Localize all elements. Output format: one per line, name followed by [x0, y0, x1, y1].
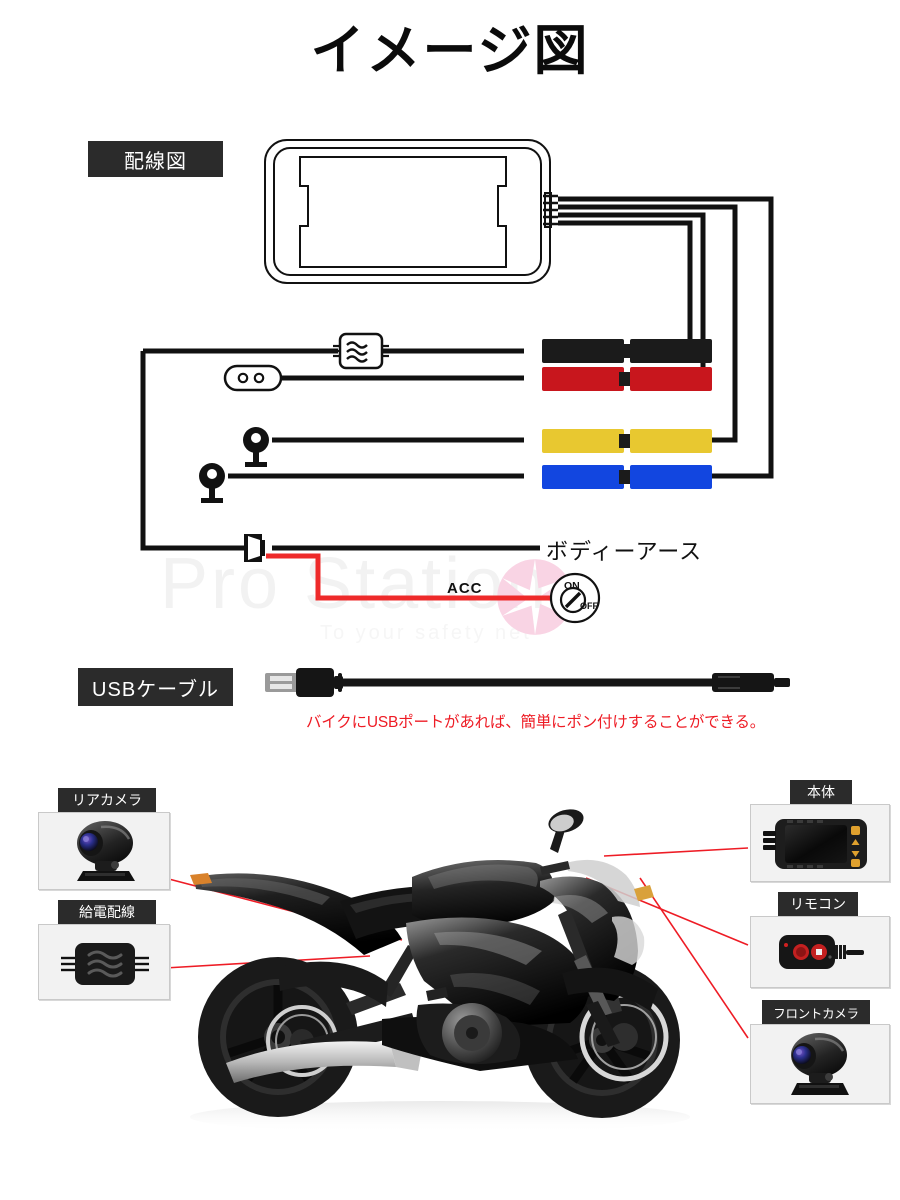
rear-camera-tag: リアカメラ [58, 788, 156, 812]
mid-fairing [406, 917, 590, 1027]
connector-black-right-pin [619, 344, 628, 358]
ignition-switch-icon [549, 572, 601, 624]
rear-camera-icon [199, 463, 225, 503]
switch-on-label: ON [564, 580, 580, 592]
power-supply-box [333, 332, 389, 370]
connector-red-left-pin [624, 372, 633, 386]
connector-blue-right-pin [619, 470, 628, 484]
plug-icon [244, 534, 265, 562]
front-fender [562, 967, 658, 1011]
remote-control-icon [223, 364, 283, 392]
connector-black-right [630, 339, 712, 363]
usb-cable [265, 668, 790, 697]
connector-black-left-pin [624, 344, 633, 358]
handlebar [540, 809, 584, 875]
acc-wire [266, 553, 553, 601]
wiring-diagram [140, 139, 790, 697]
connector-blue-left-pin [624, 470, 633, 484]
left-bus [140, 351, 244, 551]
front-camera-icon [243, 427, 269, 467]
page-title: イメージ図 [310, 21, 590, 81]
remote-thumb [750, 916, 890, 988]
engine [416, 1003, 521, 1065]
switch-off-label: OFF [580, 601, 598, 611]
connector-yellow-right [630, 429, 712, 453]
body-earth-label: ボディーアース [546, 539, 703, 564]
power-wiring-thumb [38, 924, 170, 1000]
remote-tag: リモコン [778, 892, 858, 916]
tail-section [190, 873, 402, 955]
acc-label: ACC [447, 580, 483, 597]
connector-yellow-left [542, 429, 624, 453]
rear-fender [278, 961, 388, 1007]
connector-yellow-right-pin [619, 434, 628, 448]
usb-cable-tag: USBケーブル [78, 668, 233, 706]
front-camera-thumb [750, 1024, 890, 1104]
wiring-diagram-tag: 配線図 [88, 141, 223, 177]
connector-red-right [630, 367, 712, 391]
front-camera-tag: フロントカメラ [762, 1000, 870, 1024]
connector-yellow-left-pin [624, 434, 633, 448]
wire-to-yellow [558, 204, 738, 443]
rear-camera-thumb [38, 812, 170, 890]
main-unit-tag: 本体 [790, 780, 852, 804]
main-unit-thumb [750, 804, 890, 882]
connector-red-right-pin [619, 372, 628, 386]
turn-signal [634, 885, 654, 901]
usb-note: バイクにUSBポートがあれば、簡単にポン付けすることができる。 [306, 714, 766, 731]
fuel-tank [412, 860, 555, 927]
windscreen [566, 859, 640, 907]
wire-to-black [558, 220, 693, 353]
connector-red-left [542, 367, 624, 391]
headlight [612, 916, 645, 965]
motorcycle-illustration [150, 805, 720, 1145]
connector-blue-right [630, 465, 712, 489]
connector-black-left [542, 339, 624, 363]
connector-blue-left [542, 465, 624, 489]
power-wiring-tag: 給電配線 [58, 900, 156, 924]
